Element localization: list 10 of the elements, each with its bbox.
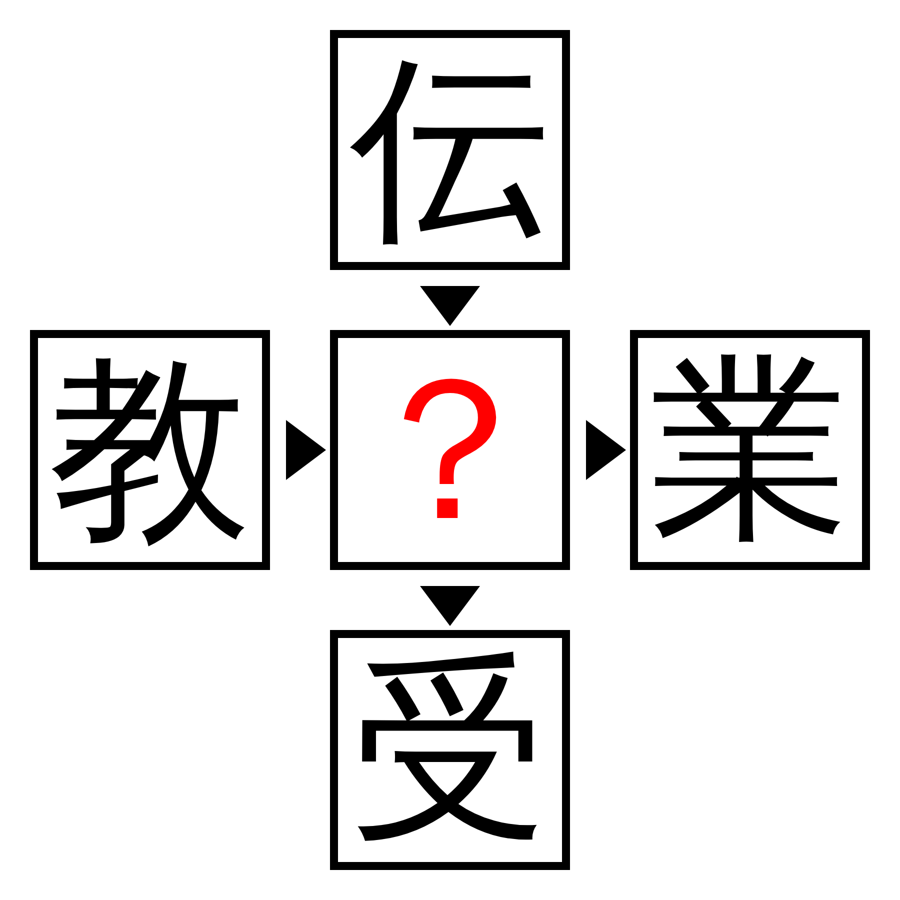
- character-box: [30, 330, 270, 570]
- question-mark: ？: [350, 350, 550, 550]
- character-box: [330, 630, 570, 870]
- kanji-character: 伝: [350, 50, 550, 250]
- kanji-character: 受: [350, 650, 550, 850]
- character-box: [630, 330, 870, 570]
- character-box: [330, 30, 570, 270]
- kanji-character: 業: [650, 350, 850, 550]
- kanji-character: 教: [50, 350, 250, 550]
- character-box: [330, 330, 570, 570]
